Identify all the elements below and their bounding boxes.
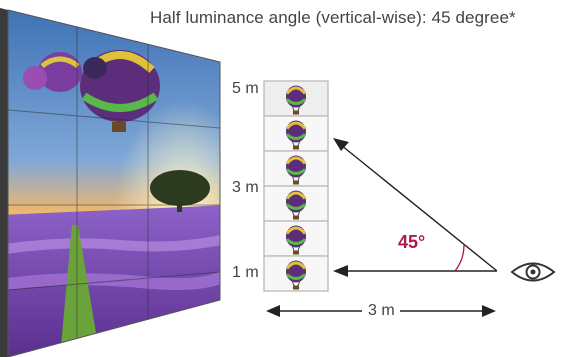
- height-label-5m: 5 m: [232, 80, 259, 97]
- hot-air-balloon-icon: [285, 225, 307, 255]
- angle-arc: [454, 243, 465, 272]
- distance-arrow: [266, 305, 496, 317]
- diagonal-view-arrowhead: [333, 138, 349, 151]
- video-wall-edge: [0, 8, 8, 357]
- height-label-3m: 3 m: [232, 179, 259, 196]
- video-wall-frame: [7, 9, 221, 357]
- hot-air-balloon-icon: [285, 155, 307, 185]
- eye-icon: [510, 262, 556, 282]
- horizontal-view-arrowhead: [333, 265, 348, 277]
- hot-air-balloon-icon: [285, 85, 307, 115]
- display-tile: [263, 80, 329, 117]
- display-tile: [263, 185, 329, 222]
- diagonal-view-line: [340, 144, 498, 272]
- hot-air-balloon-icon: [285, 260, 307, 290]
- display-tile: [263, 115, 329, 152]
- display-tile: [263, 150, 329, 187]
- distance-label: 3 m: [366, 302, 397, 320]
- diagram-title: Half luminance angle (vertical-wise): 45…: [150, 8, 516, 27]
- hot-air-balloon-icon: [285, 190, 307, 220]
- display-tile: [263, 220, 329, 257]
- display-column: [263, 80, 329, 292]
- display-tile: [263, 255, 329, 292]
- video-wall-image: [8, 10, 220, 357]
- hot-air-balloon-icon: [285, 120, 307, 150]
- angle-label: 45°: [398, 232, 426, 252]
- viewing-lines: [333, 138, 498, 277]
- height-label-1m: 1 m: [232, 264, 259, 281]
